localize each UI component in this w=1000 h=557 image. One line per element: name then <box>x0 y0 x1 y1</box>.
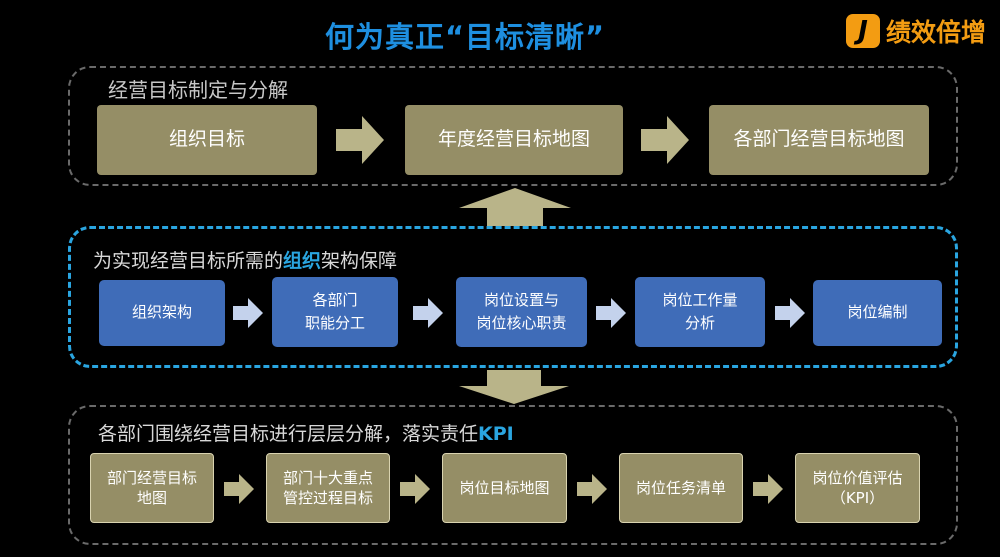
arrow-right-icon <box>577 474 607 504</box>
box-position-task-list: 岗位任务清单 <box>619 453 743 523</box>
section-goal-setting: 经营目标制定与分解 <box>68 66 958 186</box>
arrow-right-icon <box>641 116 689 164</box>
box-headcount: 岗位编制 <box>813 280 942 346</box>
arrow-up-icon <box>459 188 571 226</box>
logo-text: 绩效倍增 <box>885 18 986 47</box>
box-dept-goal-map-2: 部门经营目标地图 <box>90 453 214 523</box>
arrow-right-icon <box>224 474 254 504</box>
arrow-right-icon <box>233 298 263 328</box>
arrow-right-icon <box>753 474 783 504</box>
box-dept-key-process-goals: 部门十大重点管控过程目标 <box>266 453 390 523</box>
section-goal-setting-label: 经营目标制定与分解 <box>108 78 288 102</box>
arrow-right-icon <box>400 474 430 504</box>
arrow-right-icon <box>596 298 626 328</box>
brand-logo: J 绩效倍增 <box>845 12 986 50</box>
box-org-goal: 组织目标 <box>97 105 317 175</box>
box-org-chart: 组织架构 <box>99 280 225 346</box>
arrow-right-icon <box>775 298 805 328</box>
box-dept-functions: 各部门职能分工 <box>272 277 398 347</box>
box-position-value-eval: 岗位价值评估（KPI） <box>795 453 920 523</box>
box-annual-goal-map: 年度经营目标地图 <box>405 105 623 175</box>
arrow-right-icon <box>336 116 384 164</box>
section-kpi-decomposition: 各部门围绕经营目标进行层层分解，落实责任KPI <box>68 405 958 545</box>
page-title: 何为真正“目标清晰” <box>324 20 606 54</box>
box-dept-goal-map: 各部门经营目标地图 <box>709 105 929 175</box>
section-org-structure-label: 为实现经营目标所需的组织架构保障 <box>93 250 398 272</box>
box-workload-analysis: 岗位工作量分析 <box>635 277 765 347</box>
arrow-right-icon <box>413 298 443 328</box>
section-kpi-decomposition-label: 各部门围绕经营目标进行层层分解，落实责任KPI <box>98 423 514 445</box>
logo-badge-icon: J <box>845 14 880 48</box>
box-position-goal-map: 岗位目标地图 <box>442 453 567 523</box>
section-org-structure: 为实现经营目标所需的组织架构保障 <box>68 226 958 368</box>
arrow-down-icon <box>459 370 569 404</box>
box-position-setup: 岗位设置与岗位核心职责 <box>456 277 587 347</box>
